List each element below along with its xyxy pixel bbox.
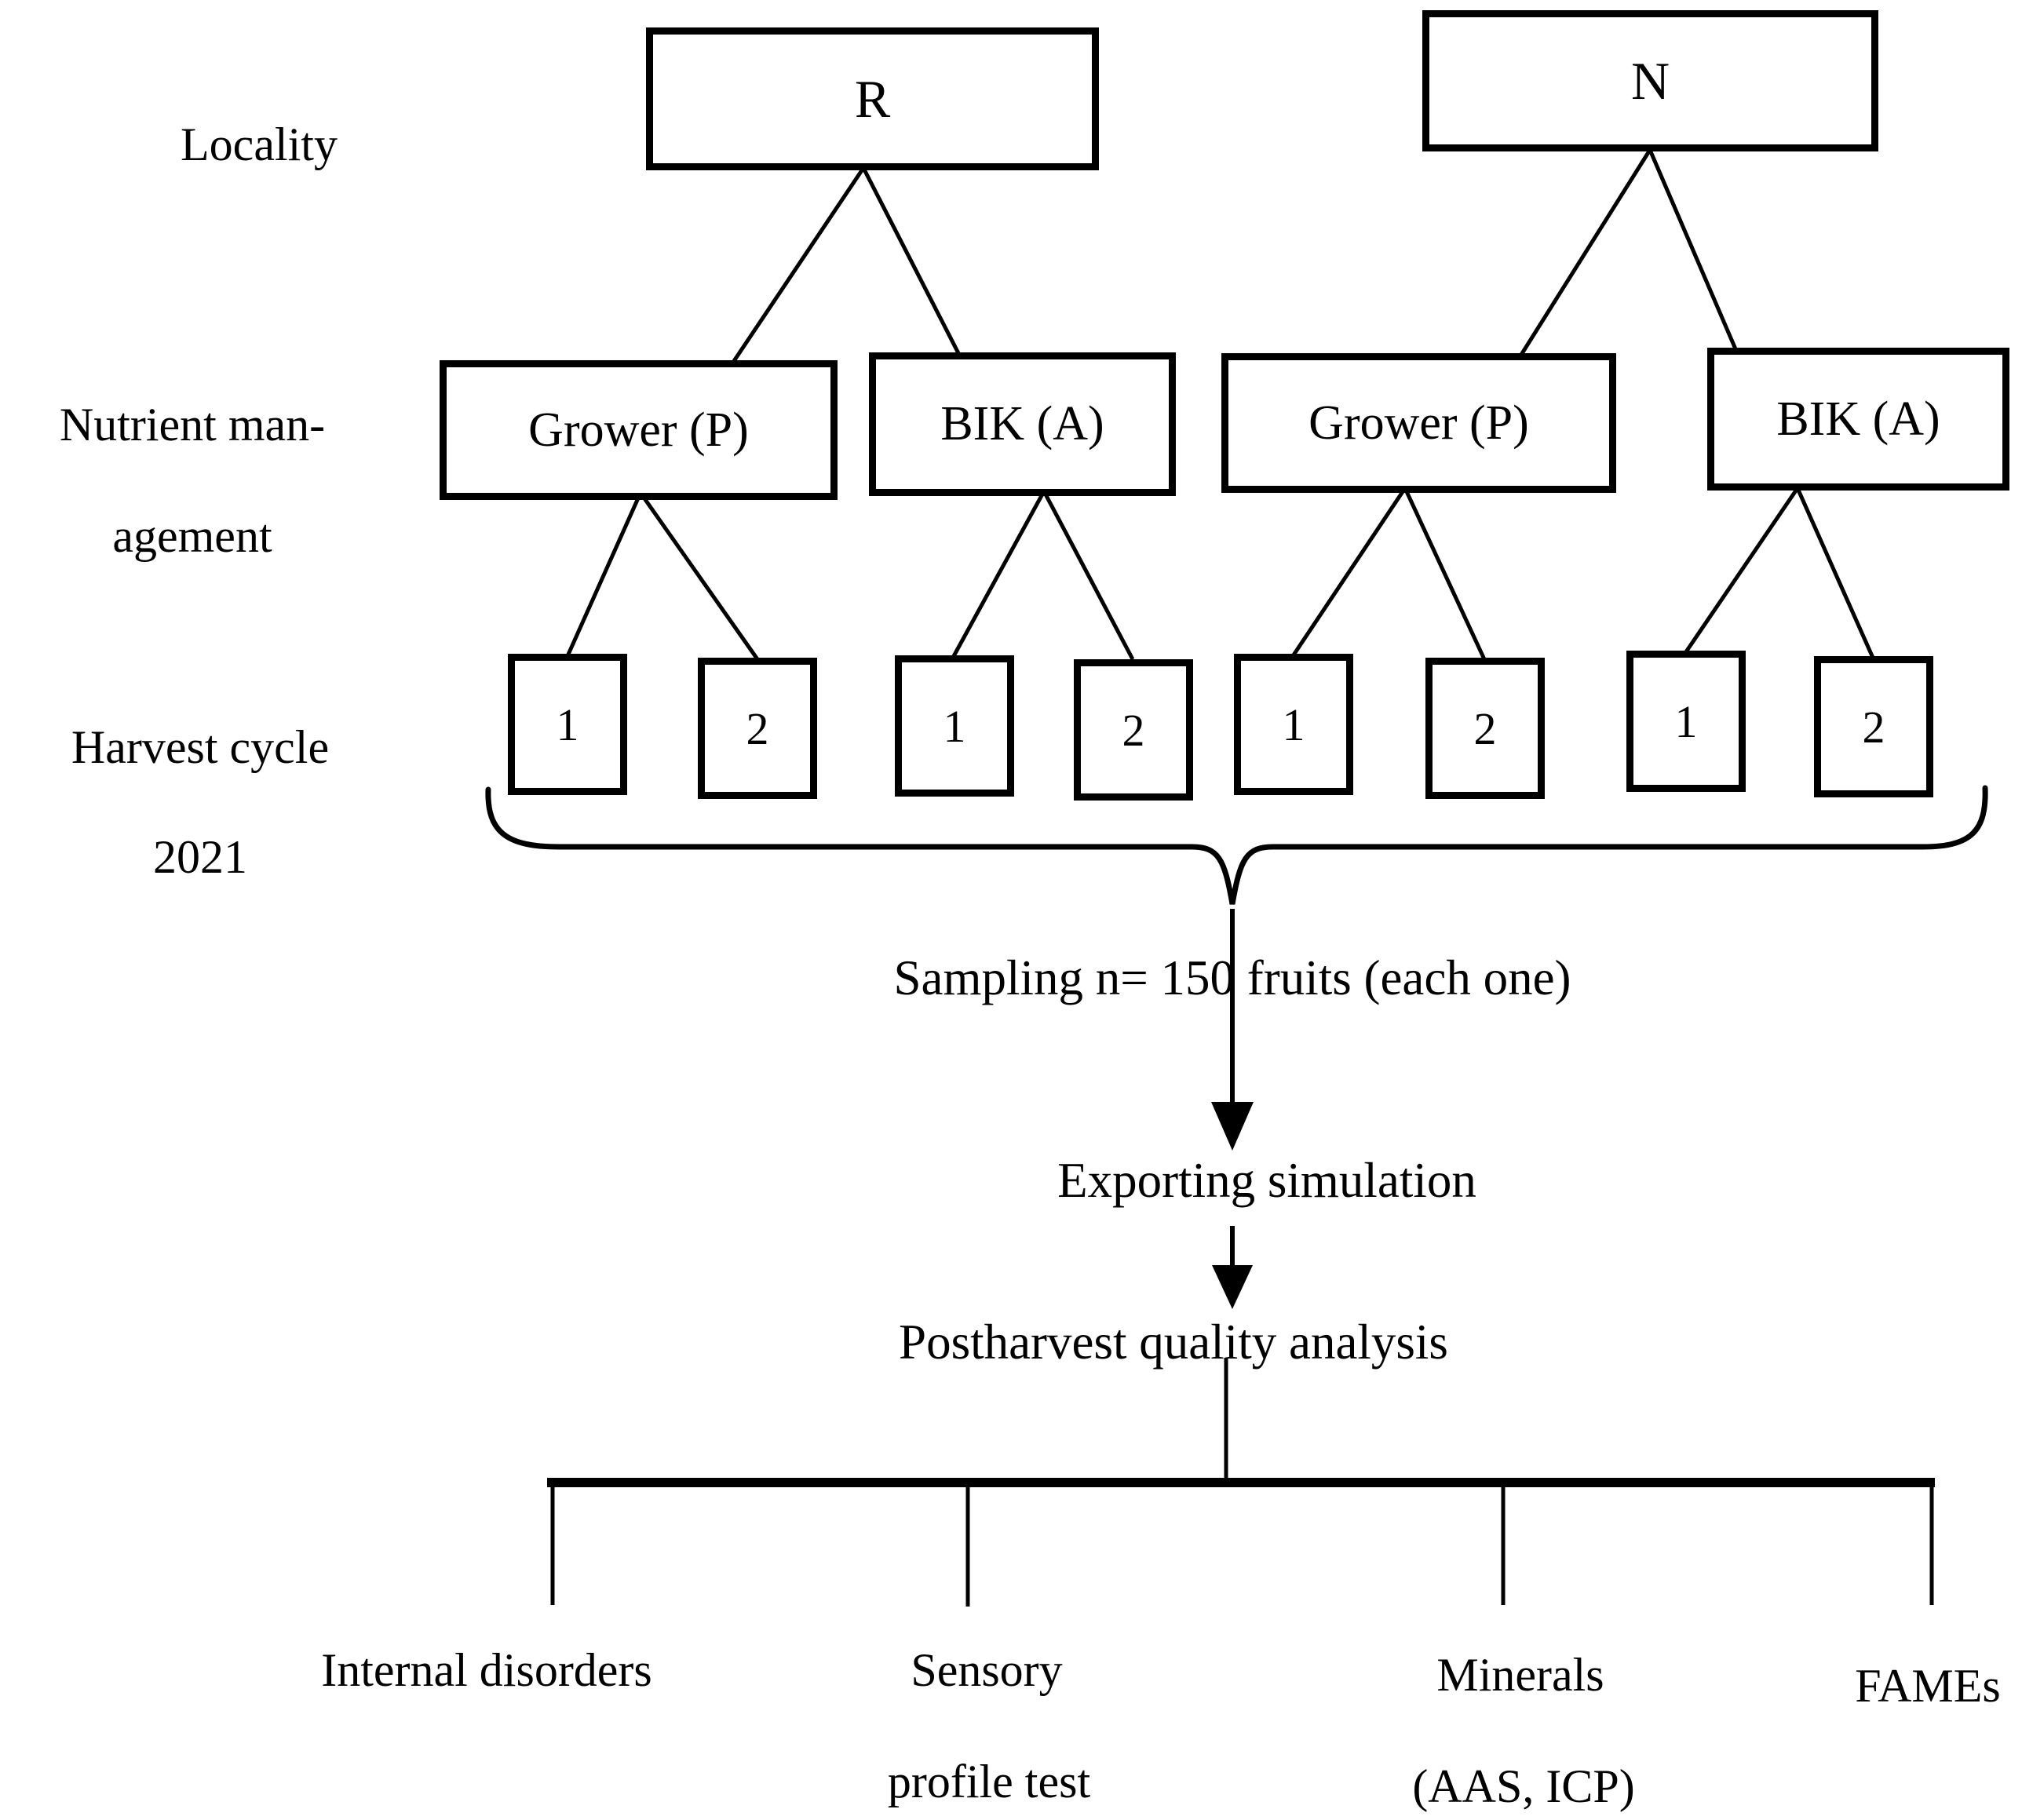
locality-node-r-label: R — [854, 68, 891, 129]
management-node-grower-p-1-label: Grower (P) — [528, 403, 749, 457]
harvest-node-7: 1 — [1626, 651, 1746, 792]
locality-node-r: R — [646, 27, 1099, 170]
management-node-bik-a-2: BIK (A) — [1707, 348, 2009, 491]
harvest-node-8-label: 2 — [1862, 701, 1885, 753]
harvest-node-7-label: 1 — [1674, 695, 1698, 747]
harvest-node-6-label: 2 — [1473, 702, 1497, 754]
arrowhead-icon — [1211, 1102, 1254, 1151]
harvest-node-1-label: 1 — [556, 698, 579, 750]
branch-label-minerals-line2: (AAS, ICP) — [1412, 1760, 1635, 1812]
harvest-node-2-label: 2 — [746, 702, 769, 754]
harvest-node-4-label: 2 — [1122, 704, 1145, 756]
management-node-bik-a-1: BIK (A) — [869, 352, 1176, 496]
flow-arrow-sampling-to-exporting — [1211, 909, 1254, 1151]
management-node-grower-p-2-label: Grower (P) — [1308, 396, 1529, 450]
row-label-nutrient-management-line2: agement — [112, 510, 272, 562]
management-node-grower-p-2: Grower (P) — [1221, 353, 1616, 493]
analysis-branch-lines — [547, 1358, 1935, 1607]
harvest-node-5-label: 1 — [1282, 698, 1305, 750]
branch-label-minerals: Minerals — [1436, 1649, 1604, 1701]
harvest-node-5: 1 — [1234, 654, 1353, 795]
management-node-bik-a-1-label: BIK (A) — [940, 397, 1104, 450]
tree-connector-lines — [565, 148, 1875, 661]
branch-label-internal-disorders: Internal disorders — [321, 1644, 652, 1696]
exporting-simulation-label: Exporting simulation — [1057, 1153, 1476, 1208]
branch-label-sensory-line2: profile test — [887, 1756, 1091, 1807]
row-label-harvest-cycle: Harvest cycle 2021 — [24, 692, 377, 912]
management-node-grower-p-1: Grower (P) — [440, 360, 838, 500]
harvest-node-6: 2 — [1425, 658, 1545, 799]
harvest-node-2: 2 — [698, 658, 817, 799]
flow-arrow-exporting-to-postharvest — [1212, 1226, 1253, 1309]
harvest-node-1: 1 — [508, 654, 627, 795]
harvest-node-3-label: 1 — [943, 700, 966, 752]
row-label-nutrient-management: Nutrient man- agement — [0, 369, 385, 592]
management-node-bik-a-2-label: BIK (A) — [1776, 392, 1940, 446]
postharvest-analysis-label: Postharvest quality analysis — [899, 1315, 1448, 1370]
branch-label-fames: FAMEs — [1855, 1660, 2001, 1712]
summary-brace — [485, 785, 1988, 905]
locality-node-n-label: N — [1630, 50, 1670, 111]
harvest-node-3: 1 — [895, 655, 1014, 797]
harvest-node-8: 2 — [1814, 656, 1933, 797]
branch-label-sensory: Sensory — [911, 1644, 1063, 1696]
row-label-harvest-cycle-line1: Harvest cycle — [71, 721, 330, 773]
arrowhead-icon — [1212, 1265, 1253, 1309]
sampling-label: Sampling n= 150 fruits (each one) — [893, 950, 1571, 1005]
row-label-locality: Locality — [181, 119, 338, 170]
harvest-node-4: 2 — [1074, 659, 1193, 801]
row-label-nutrient-management-line1: Nutrient man- — [59, 399, 326, 450]
locality-node-n: N — [1422, 10, 1878, 151]
row-label-harvest-cycle-line2: 2021 — [153, 831, 247, 883]
